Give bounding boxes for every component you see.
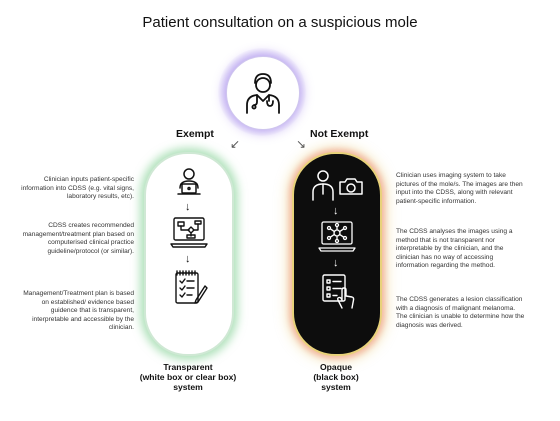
down-arrow-icon: ↓ [185, 201, 191, 213]
doctor-icon [246, 73, 280, 114]
down-arrow-icon: ↓ [333, 257, 339, 269]
down-arrow-icon: ↓ [185, 253, 191, 265]
caption-line: Opaque [320, 362, 352, 372]
exempt-step-3: Management/Treatment plan is based on es… [23, 290, 134, 332]
caption-line: (white box or clear box) [139, 372, 237, 382]
not-exempt-step-2: The CDSS analyses the images using a met… [396, 228, 513, 270]
down-arrow-icon: ↓ [333, 205, 339, 217]
doctor-circle [226, 56, 300, 130]
neural-network-laptop-icon [318, 221, 356, 252]
opaque-system-caption: Opaque (black box) system [268, 362, 404, 392]
exempt-label: Exempt [176, 128, 214, 140]
clipboard-checklist-icon [175, 270, 208, 304]
caption-line: system [173, 382, 203, 392]
opaque-system-pill: ↓ ↓ [292, 152, 382, 356]
transparent-system-caption: Transparent (white box or clear box) sys… [120, 362, 256, 392]
diagram-title: Patient consultation on a suspicious mol… [142, 14, 418, 31]
transparent-system-pill: ↓ ↓ [144, 152, 234, 356]
camera-icon [339, 178, 363, 195]
not-exempt-step-3: The CDSS generates a lesion classificati… [396, 296, 525, 329]
arrow-down-left-icon: ↙ [230, 137, 241, 151]
arrow-down-right-icon: ↘ [296, 137, 307, 151]
caption-line: Transparent [163, 362, 213, 372]
caption-line: (black box) [313, 372, 359, 382]
exempt-step-2: CDSS creates recommended management/trea… [22, 222, 134, 255]
touch-checklist-icon [322, 274, 355, 309]
exempt-step-1: Clinician inputs patient-specific inform… [21, 176, 134, 201]
caption-line: system [321, 382, 351, 392]
flowchart-laptop-icon [170, 217, 208, 248]
not-exempt-step-1: Clinician uses imaging system to take pi… [396, 172, 523, 205]
laptop-user-icon [177, 168, 201, 195]
clinician-icon [312, 170, 334, 201]
not-exempt-label: Not Exempt [310, 128, 369, 140]
